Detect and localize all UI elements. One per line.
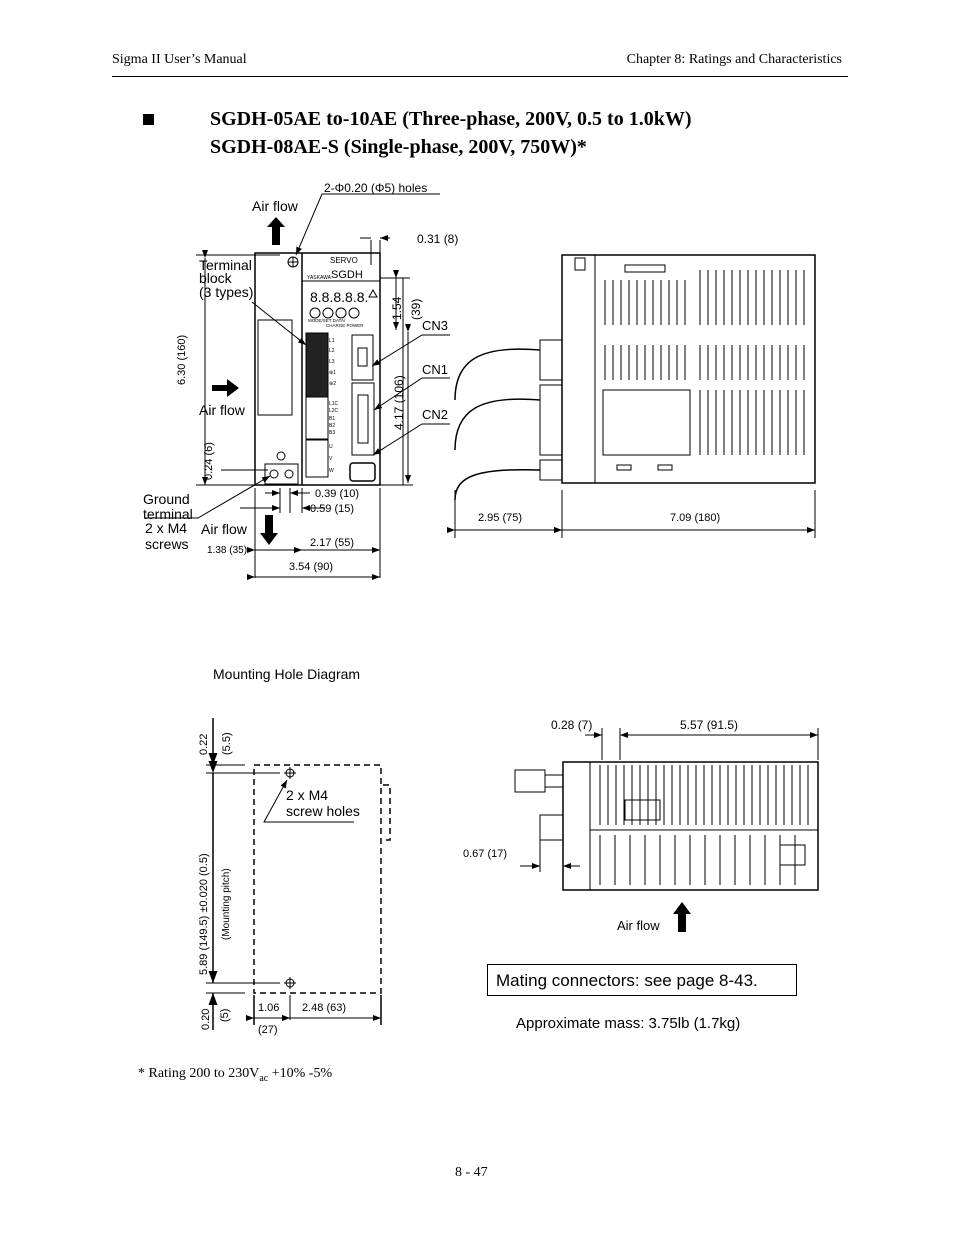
panel-model: SGDH bbox=[331, 269, 363, 281]
arrow-up-icon bbox=[673, 902, 691, 932]
dim-248: 2.48 (63) bbox=[302, 1002, 346, 1014]
cn1-label: CN1 bbox=[422, 362, 448, 377]
dim-417: 4.17 (106) bbox=[392, 375, 406, 430]
svg-text:L3: L3 bbox=[329, 359, 335, 365]
mounting-pitch-label: (Mounting pitch) bbox=[221, 868, 232, 940]
panel-servo: SERVO bbox=[330, 256, 358, 265]
panel-charge-label: CHARGE POWER bbox=[326, 323, 364, 328]
dim-059: 0.59 (15) bbox=[310, 503, 354, 515]
mounting-hole-title: Mounting Hole Diagram bbox=[213, 666, 361, 682]
header-left: Sigma II User’s Manual bbox=[112, 52, 247, 67]
terminal-block-1: Terminal bbox=[199, 257, 252, 273]
terminal-block-3: (3 types) bbox=[199, 284, 253, 300]
side-view: 2.95 (75) 7.09 (180) bbox=[447, 254, 816, 538]
dim-27: (27) bbox=[258, 1024, 278, 1036]
mating-connectors-note: Mating connectors: see page 8-43. bbox=[487, 964, 797, 996]
dim-5-5: (5.5) bbox=[221, 732, 233, 755]
ground-3: 2 x M4 bbox=[145, 520, 187, 536]
svg-text:L2C: L2C bbox=[329, 408, 339, 414]
panel-brand: YASKAWA bbox=[307, 275, 332, 281]
air-flow-left: Air flow bbox=[199, 402, 246, 418]
mounting-hole-diagram: 0.22 (5.5) 5.89 (149.5) ±0.020 (0.5) (Mo… bbox=[198, 718, 391, 1036]
svg-text:B1: B1 bbox=[329, 416, 335, 422]
dim-354: 3.54 (90) bbox=[289, 561, 333, 573]
dim-630: 6.30 (160) bbox=[176, 335, 188, 385]
top-view: 0.28 (7) 5.57 (91.5) 0.67 (17) Air flow bbox=[463, 718, 819, 933]
section-title-2: SGDH-08AE-S (Single-phase, 200V, 750W)* bbox=[210, 136, 587, 158]
dim-028: 0.28 (7) bbox=[551, 718, 592, 732]
ground-1: Ground bbox=[143, 491, 190, 507]
svg-text:⊕2: ⊕2 bbox=[329, 381, 336, 387]
approx-mass: Approximate mass: 3.75lb (1.7kg) bbox=[516, 1015, 741, 1032]
dim-217: 2.17 (55) bbox=[310, 537, 354, 549]
page-number: 8 - 47 bbox=[455, 1165, 488, 1180]
dim-031: 0.31 (8) bbox=[417, 232, 458, 246]
svg-text:W: W bbox=[329, 468, 334, 474]
dim-024: 0.24 (6) bbox=[203, 442, 215, 480]
dim-39: (39) bbox=[409, 299, 423, 320]
svg-text:L2: L2 bbox=[329, 348, 335, 354]
ground-4: screws bbox=[145, 536, 189, 552]
screw-holes-2: screw holes bbox=[286, 803, 360, 819]
dim-709: 7.09 (180) bbox=[670, 512, 720, 524]
arrow-right-icon bbox=[212, 379, 239, 397]
cn2-label: CN2 bbox=[422, 407, 448, 422]
panel-buttons-label: MODE/SET DATA/ bbox=[308, 318, 346, 323]
panel-buttons bbox=[309, 307, 360, 319]
footnote: * Rating 200 to 230Vac +10% -5% bbox=[138, 1066, 333, 1084]
dim-022: 0.22 bbox=[198, 734, 210, 755]
dim-138: 1.38 (35) bbox=[207, 545, 247, 556]
air-flow-bottom: Air flow bbox=[201, 521, 248, 537]
header-rule bbox=[112, 76, 848, 77]
dim-295: 2.95 (75) bbox=[478, 512, 522, 524]
dim-106: 1.06 bbox=[258, 1002, 279, 1014]
dim-020: 0.20 bbox=[200, 1009, 212, 1030]
dim-5: (5) bbox=[219, 1009, 231, 1022]
top-air-flow: Air flow bbox=[617, 918, 660, 933]
bullet-icon bbox=[143, 114, 154, 125]
dim-039: 0.39 (10) bbox=[315, 488, 359, 500]
svg-text:U: U bbox=[329, 444, 333, 450]
holes-label: 2-Φ0.20 (Φ5) holes bbox=[324, 181, 427, 195]
svg-text:L1: L1 bbox=[329, 338, 335, 344]
header-right: Chapter 8: Ratings and Characteristics bbox=[626, 52, 842, 67]
svg-text:L1C: L1C bbox=[329, 401, 339, 407]
section-title-1: SGDH-05AE to-10AE (Three-phase, 200V, 0.… bbox=[210, 108, 692, 130]
front-view: SERVO SGDH YASKAWA 8.8.8.8.8. MODE/SET D… bbox=[143, 181, 458, 580]
svg-text:B2: B2 bbox=[329, 423, 335, 429]
arrow-down-icon bbox=[260, 515, 278, 545]
screw-holes-1: 2 x M4 bbox=[286, 787, 328, 803]
arrow-up-icon bbox=[267, 217, 285, 245]
dim-154: 1.54 bbox=[390, 296, 404, 320]
dim-067: 0.67 (17) bbox=[463, 848, 507, 860]
svg-text:V: V bbox=[329, 456, 333, 462]
dim-557: 5.57 (91.5) bbox=[680, 718, 738, 732]
terminal-block-2: block bbox=[199, 270, 233, 286]
panel-display: 8.8.8.8.8. bbox=[310, 289, 368, 305]
svg-text:B3: B3 bbox=[329, 430, 335, 436]
svg-text:⊕1: ⊕1 bbox=[329, 370, 336, 376]
cn3-label: CN3 bbox=[422, 318, 448, 333]
air-flow-top: Air flow bbox=[252, 198, 299, 214]
mounting-pitch-dim: 5.89 (149.5) ±0.020 (0.5) bbox=[198, 853, 210, 975]
